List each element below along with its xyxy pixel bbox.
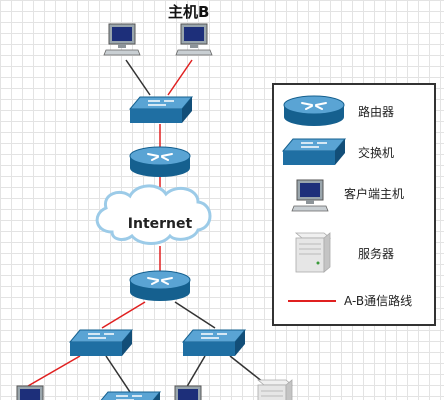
legend-label-client: 客户端主机 xyxy=(344,187,405,201)
host-b-label: 主机B xyxy=(168,3,210,21)
right-switch-icon xyxy=(182,329,246,357)
lower-router-icon xyxy=(129,270,191,302)
internet-label: Internet xyxy=(128,216,193,232)
red-line-icon xyxy=(288,300,336,302)
bottom-switch-icon xyxy=(97,391,161,400)
network-links xyxy=(27,59,269,393)
legend-item-router: 路由器 xyxy=(274,91,434,131)
router-icon xyxy=(283,95,345,127)
legend-item-client: 客户端主机 xyxy=(274,175,434,219)
legend-item-switch: 交换机 xyxy=(274,133,434,173)
host-b-computer-icon xyxy=(175,23,213,56)
legend-box: 路由器 交换机 客户端主机 服务器 A-B通信路线 xyxy=(272,83,436,326)
internet-cloud xyxy=(95,184,212,245)
legend-label-switch: 交换机 xyxy=(358,146,395,160)
left-switch-icon xyxy=(69,329,133,357)
top-switch-icon xyxy=(129,96,193,124)
bottom-server-icon xyxy=(257,379,293,400)
legend-label-router: 路由器 xyxy=(358,105,395,119)
switch-icon xyxy=(282,138,346,166)
bottom-computer-icon xyxy=(169,385,207,400)
server-icon xyxy=(295,232,331,273)
legend-label-path: A-B通信路线 xyxy=(344,294,413,308)
bottom-computer-icon xyxy=(11,385,49,400)
legend-label-server: 服务器 xyxy=(358,247,395,261)
upper-router-icon xyxy=(129,146,191,178)
client-computer-icon xyxy=(291,179,329,212)
legend-item-path: A-B通信路线 xyxy=(274,289,434,313)
host-a-computer-icon xyxy=(103,23,141,56)
legend-item-server: 服务器 xyxy=(274,229,434,279)
